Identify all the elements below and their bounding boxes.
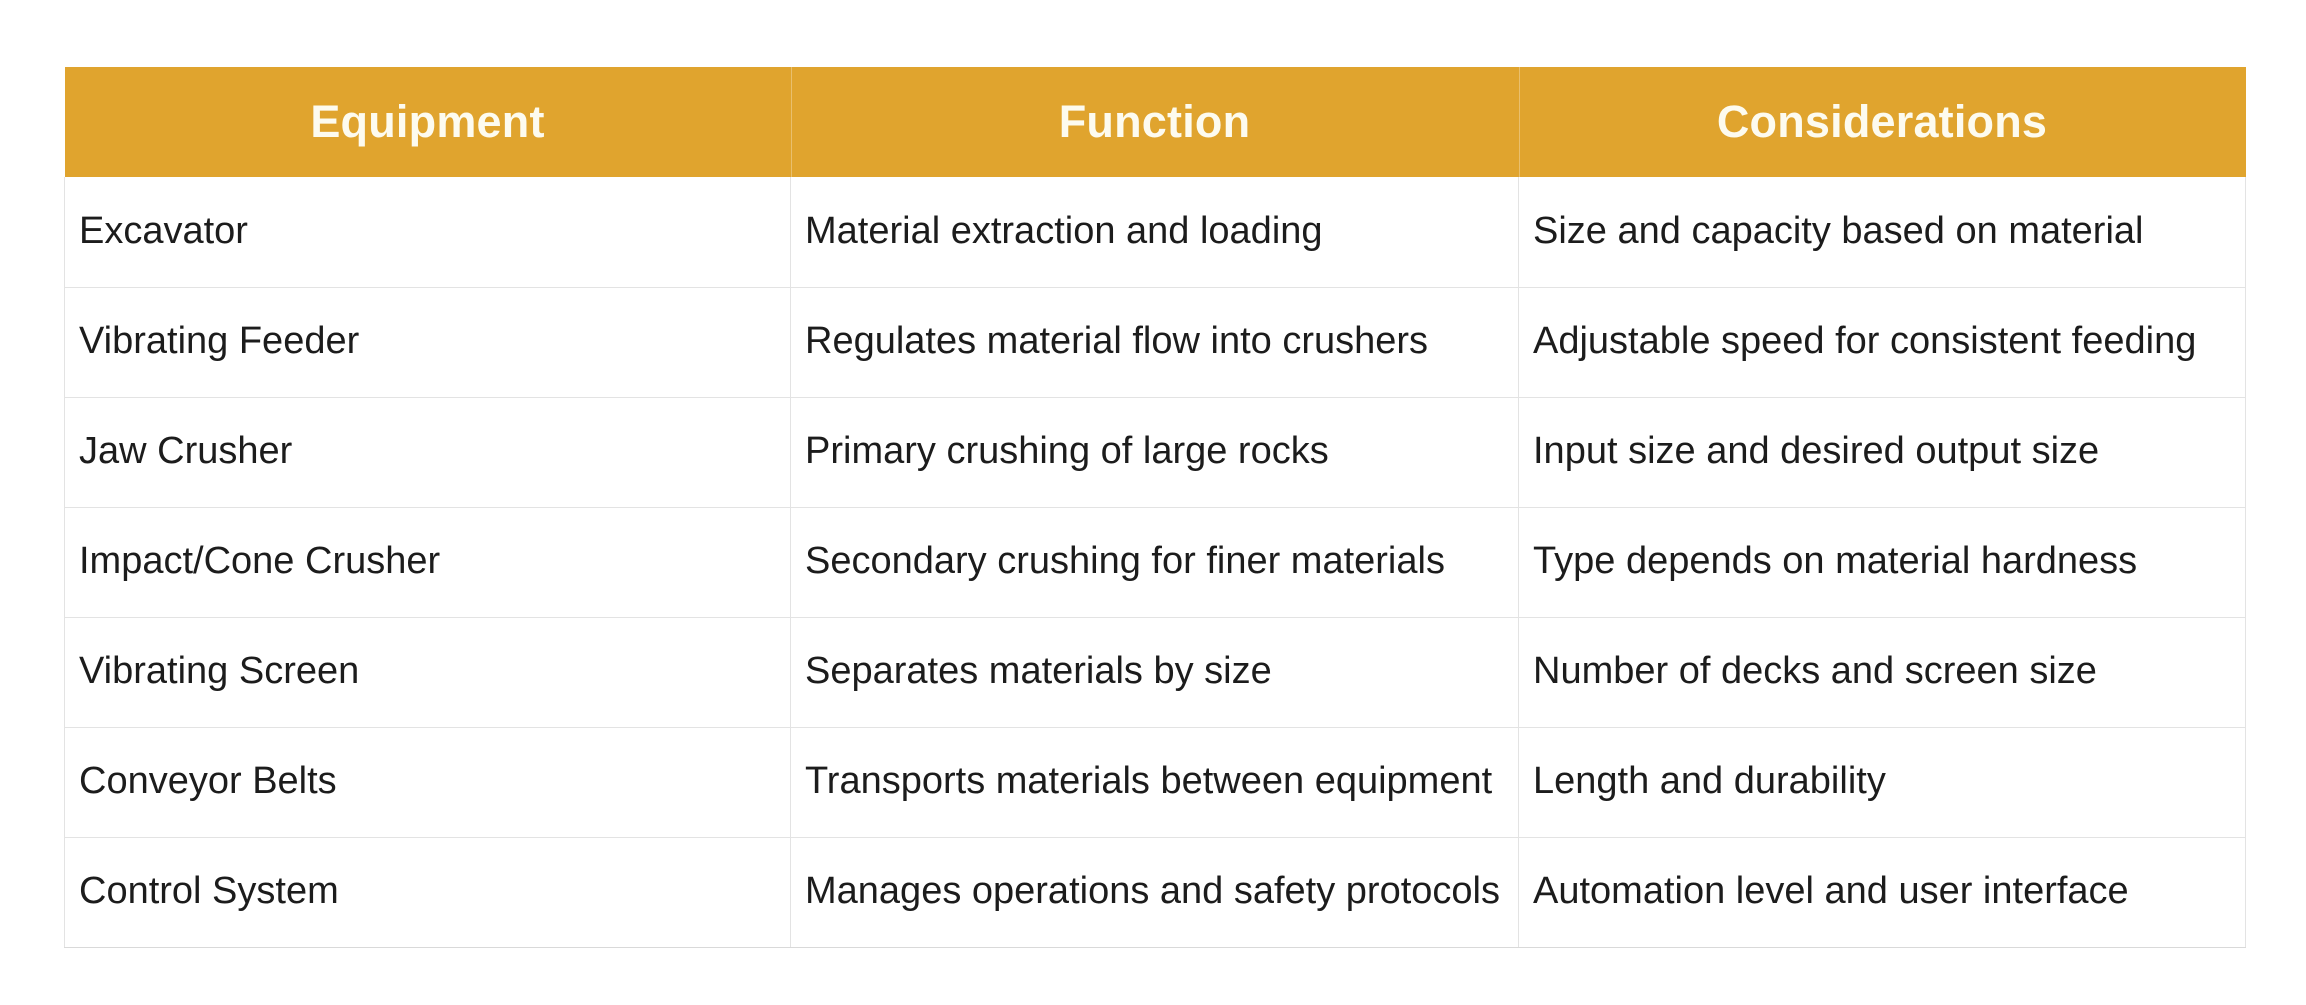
cell-function: Secondary crushing for finer materials bbox=[790, 507, 1519, 618]
cell-equipment: Conveyor Belts bbox=[64, 727, 791, 838]
cell-text: Size and capacity based on material bbox=[1533, 209, 2144, 252]
equipment-table-container: Equipment Function Considerations Excava… bbox=[64, 67, 2246, 948]
table-row: Jaw Crusher Primary crushing of large ro… bbox=[64, 397, 2246, 508]
cell-considerations: Input size and desired output size bbox=[1518, 397, 2246, 508]
cell-equipment: Impact/Cone Crusher bbox=[64, 507, 791, 618]
cell-equipment: Vibrating Feeder bbox=[64, 287, 791, 398]
column-header-function: Function bbox=[790, 67, 1519, 177]
cell-text: Material extraction and loading bbox=[805, 209, 1323, 252]
cell-function: Transports materials between equipment bbox=[790, 727, 1519, 838]
cell-text: Manages operations and safety protocols bbox=[805, 870, 1500, 913]
cell-text: Jaw Crusher bbox=[79, 430, 293, 473]
table-row: Impact/Cone Crusher Secondary crushing f… bbox=[64, 507, 2246, 618]
cell-equipment: Excavator bbox=[64, 177, 791, 288]
cell-text: Number of decks and screen size bbox=[1533, 650, 2097, 693]
cell-function: Primary crushing of large rocks bbox=[790, 397, 1519, 508]
cell-text: Input size and desired output size bbox=[1533, 430, 2100, 473]
cell-function: Separates materials by size bbox=[790, 617, 1519, 728]
cell-text: Adjustable speed for consistent feeding bbox=[1533, 320, 2197, 363]
cell-text: Regulates material flow into crushers bbox=[805, 320, 1429, 363]
cell-text: Primary crushing of large rocks bbox=[805, 430, 1329, 473]
cell-text: Length and durability bbox=[1533, 760, 1886, 803]
table-row: Control System Manages operations and sa… bbox=[64, 837, 2246, 948]
cell-considerations: Type depends on material hardness bbox=[1518, 507, 2246, 618]
cell-function: Material extraction and loading bbox=[790, 177, 1519, 288]
table-header-row: Equipment Function Considerations bbox=[64, 67, 2246, 177]
cell-equipment: Vibrating Screen bbox=[64, 617, 791, 728]
table-body: Excavator Material extraction and loadin… bbox=[64, 177, 2246, 948]
cell-considerations: Automation level and user interface bbox=[1518, 837, 2246, 948]
cell-text: Vibrating Screen bbox=[79, 650, 360, 693]
cell-text: Conveyor Belts bbox=[79, 760, 337, 803]
table-row: Conveyor Belts Transports materials betw… bbox=[64, 727, 2246, 838]
table-header: Equipment Function Considerations bbox=[64, 67, 2246, 177]
cell-text: Excavator bbox=[79, 209, 248, 252]
column-header-considerations: Considerations bbox=[1518, 67, 2246, 177]
cell-equipment: Jaw Crusher bbox=[64, 397, 791, 508]
table-row: Vibrating Feeder Regulates material flow… bbox=[64, 287, 2246, 398]
cell-considerations: Adjustable speed for consistent feeding bbox=[1518, 287, 2246, 398]
column-header-equipment: Equipment bbox=[64, 67, 791, 177]
cell-text: Vibrating Feeder bbox=[79, 320, 360, 363]
cell-considerations: Length and durability bbox=[1518, 727, 2246, 838]
table-row: Vibrating Screen Separates materials by … bbox=[64, 617, 2246, 728]
cell-text: Control System bbox=[79, 870, 339, 913]
cell-text: Automation level and user interface bbox=[1533, 870, 2129, 913]
cell-considerations: Number of decks and screen size bbox=[1518, 617, 2246, 728]
cell-function: Regulates material flow into crushers bbox=[790, 287, 1519, 398]
cell-text: Separates materials by size bbox=[805, 650, 1272, 693]
cell-text: Impact/Cone Crusher bbox=[79, 540, 441, 583]
equipment-table: Equipment Function Considerations Excava… bbox=[64, 67, 2246, 948]
cell-text: Type depends on material hardness bbox=[1533, 540, 2138, 583]
table-row: Excavator Material extraction and loadin… bbox=[64, 177, 2246, 288]
cell-text: Secondary crushing for finer materials bbox=[805, 540, 1445, 583]
cell-equipment: Control System bbox=[64, 837, 791, 948]
cell-text: Transports materials between equipment bbox=[805, 760, 1493, 803]
cell-function: Manages operations and safety protocols bbox=[790, 837, 1519, 948]
cell-considerations: Size and capacity based on material bbox=[1518, 177, 2246, 288]
